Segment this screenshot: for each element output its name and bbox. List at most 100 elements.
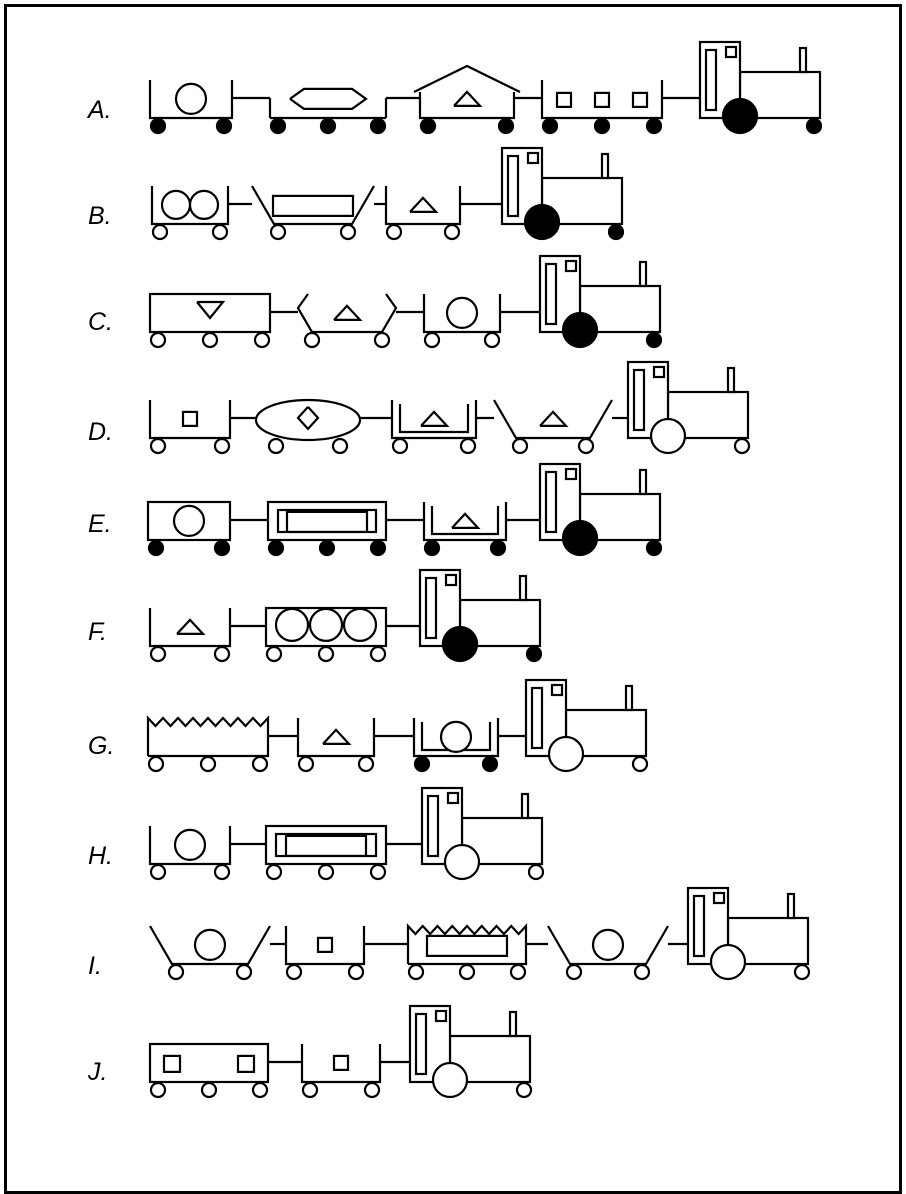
train-row-g xyxy=(146,678,649,773)
double-bucket-car xyxy=(422,502,508,557)
engine-car xyxy=(420,786,545,881)
wheel xyxy=(363,1081,381,1099)
rectangle-cargo xyxy=(425,934,509,958)
house-car xyxy=(413,64,521,135)
wheel xyxy=(301,1081,319,1099)
wheel xyxy=(285,963,303,981)
wheel xyxy=(267,437,285,455)
engine-small-wheel xyxy=(631,755,649,773)
engine-car xyxy=(418,568,543,663)
square-cargo xyxy=(631,91,649,109)
jagged-car xyxy=(406,923,528,981)
wheel xyxy=(215,117,233,135)
boxcar-car xyxy=(148,292,272,349)
bucket-car xyxy=(284,926,366,981)
smokestack xyxy=(786,892,796,920)
wheel xyxy=(201,331,219,349)
train-row-e xyxy=(146,462,663,557)
bucket-car xyxy=(148,826,232,881)
circle-cargo xyxy=(160,189,192,220)
wheel xyxy=(269,223,287,241)
square-cargo xyxy=(236,1054,256,1074)
wheel xyxy=(265,863,283,881)
train-row-b xyxy=(150,146,625,241)
train-row-f xyxy=(148,568,543,663)
wheel xyxy=(253,331,271,349)
wheel xyxy=(147,539,165,557)
engine-car xyxy=(538,462,663,557)
engine-big-wheel xyxy=(721,97,759,135)
engine-small-wheel xyxy=(805,117,823,135)
bucket-car xyxy=(150,186,230,241)
wheel xyxy=(149,645,167,663)
wheel xyxy=(509,963,527,981)
bucket-car xyxy=(384,186,462,241)
train-row-c xyxy=(148,254,663,349)
angled-car xyxy=(296,293,398,349)
cab-small-window xyxy=(564,259,578,273)
bucket-car xyxy=(148,608,232,663)
hopper-outline xyxy=(251,185,375,226)
cab-small-window xyxy=(444,573,458,587)
wheel xyxy=(149,437,167,455)
wheel xyxy=(213,539,231,557)
engine-car xyxy=(524,678,649,773)
cab-window xyxy=(692,894,706,958)
wheel xyxy=(199,755,217,773)
engine-car xyxy=(686,886,811,981)
engine-big-wheel xyxy=(441,625,479,663)
wheel xyxy=(149,1081,167,1099)
wheel xyxy=(645,117,663,135)
wheel xyxy=(357,755,375,773)
wheel xyxy=(317,645,335,663)
engine-big-wheel xyxy=(649,417,687,455)
wheel xyxy=(385,223,403,241)
engine-big-wheel xyxy=(431,1061,469,1099)
square-cargo xyxy=(181,410,199,427)
engine-small-wheel xyxy=(645,331,663,349)
engine-car xyxy=(408,1004,533,1099)
square-cargo xyxy=(555,91,573,109)
circle-cargo xyxy=(188,189,220,220)
bucket-car xyxy=(540,80,664,135)
wheel xyxy=(423,331,441,349)
circle-cargo xyxy=(342,607,378,643)
jagged-car xyxy=(146,715,270,773)
engine-small-wheel xyxy=(525,645,543,663)
hopper-car xyxy=(547,925,669,981)
engine-big-wheel xyxy=(561,311,599,349)
cab-small-window xyxy=(550,683,564,697)
hopper-outline xyxy=(547,925,669,966)
wheel xyxy=(633,963,651,981)
tanker-car xyxy=(254,398,362,455)
row-label-h: H. xyxy=(88,842,113,870)
jagged-outline xyxy=(146,715,270,758)
engine-big-wheel xyxy=(561,519,599,557)
row-label-f: F. xyxy=(88,618,107,646)
bucket-inner-outline xyxy=(430,506,500,536)
engine-car xyxy=(500,146,625,241)
cab-small-window xyxy=(446,791,460,805)
wheel xyxy=(331,437,349,455)
rectangle-cargo xyxy=(285,510,369,533)
wheel xyxy=(369,645,387,663)
circle-cargo xyxy=(173,828,207,862)
hopper-outline xyxy=(493,399,613,440)
wheel xyxy=(269,117,287,135)
angled-outline xyxy=(296,293,398,334)
engine-small-wheel xyxy=(527,863,545,881)
wheel xyxy=(565,963,583,981)
cab-window xyxy=(704,48,718,112)
wheel xyxy=(419,117,437,135)
smokestack xyxy=(726,366,736,394)
rectangle-cargo xyxy=(271,194,355,217)
bucket-inner-outline xyxy=(398,404,470,434)
wheel xyxy=(149,863,167,881)
cab-small-window xyxy=(652,365,666,379)
bucket-car xyxy=(422,294,502,349)
wheel xyxy=(319,117,337,135)
row-label-c: C. xyxy=(88,308,113,336)
smokestack xyxy=(638,468,648,496)
